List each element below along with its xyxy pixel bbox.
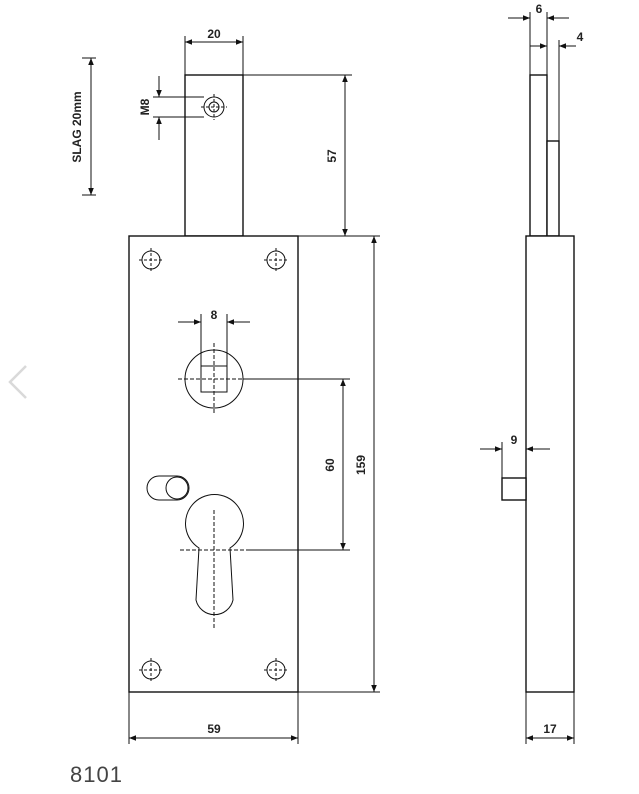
lock-plate xyxy=(128,235,299,693)
product-code: 8101 xyxy=(70,762,123,787)
dim-bolt-screw: M8 xyxy=(138,98,152,115)
cylinder-cutout xyxy=(180,493,248,630)
dim-bolt-width: 20 xyxy=(207,27,221,41)
bolt-screw-hole xyxy=(201,94,227,120)
screw-hole-top-right xyxy=(264,248,288,272)
dim-side-offset: 4 xyxy=(577,30,584,44)
screw-hole-top-left xyxy=(139,248,163,272)
front-dimensions: 20 M8 SLAG 20mm 57 8 60 159 xyxy=(70,27,380,744)
chevron-left-icon xyxy=(8,365,27,399)
screw-hole-bottom-left xyxy=(139,658,163,682)
side-follower xyxy=(501,477,527,501)
dim-side-key: 9 xyxy=(511,433,518,447)
dim-side-top: 6 xyxy=(536,2,543,16)
dim-bolt-length: 57 xyxy=(325,149,339,163)
front-view xyxy=(128,74,299,693)
screw-hole-bottom-right xyxy=(264,658,288,682)
previous-image-button[interactable] xyxy=(4,362,34,402)
side-bolt xyxy=(529,74,548,237)
dim-plate-height: 159 xyxy=(354,455,368,475)
side-body xyxy=(525,235,575,693)
side-view xyxy=(501,74,575,693)
latch-slot xyxy=(146,475,190,501)
side-bolt-step xyxy=(546,140,560,237)
dim-center-distance: 60 xyxy=(323,458,337,472)
dim-side-depth: 17 xyxy=(543,722,557,736)
dim-plate-width: 59 xyxy=(207,722,221,736)
side-dimensions: 6 4 9 17 xyxy=(480,2,584,744)
dim-key-square: 8 xyxy=(211,308,218,322)
dim-stroke-label: SLAG 20mm xyxy=(70,91,84,162)
